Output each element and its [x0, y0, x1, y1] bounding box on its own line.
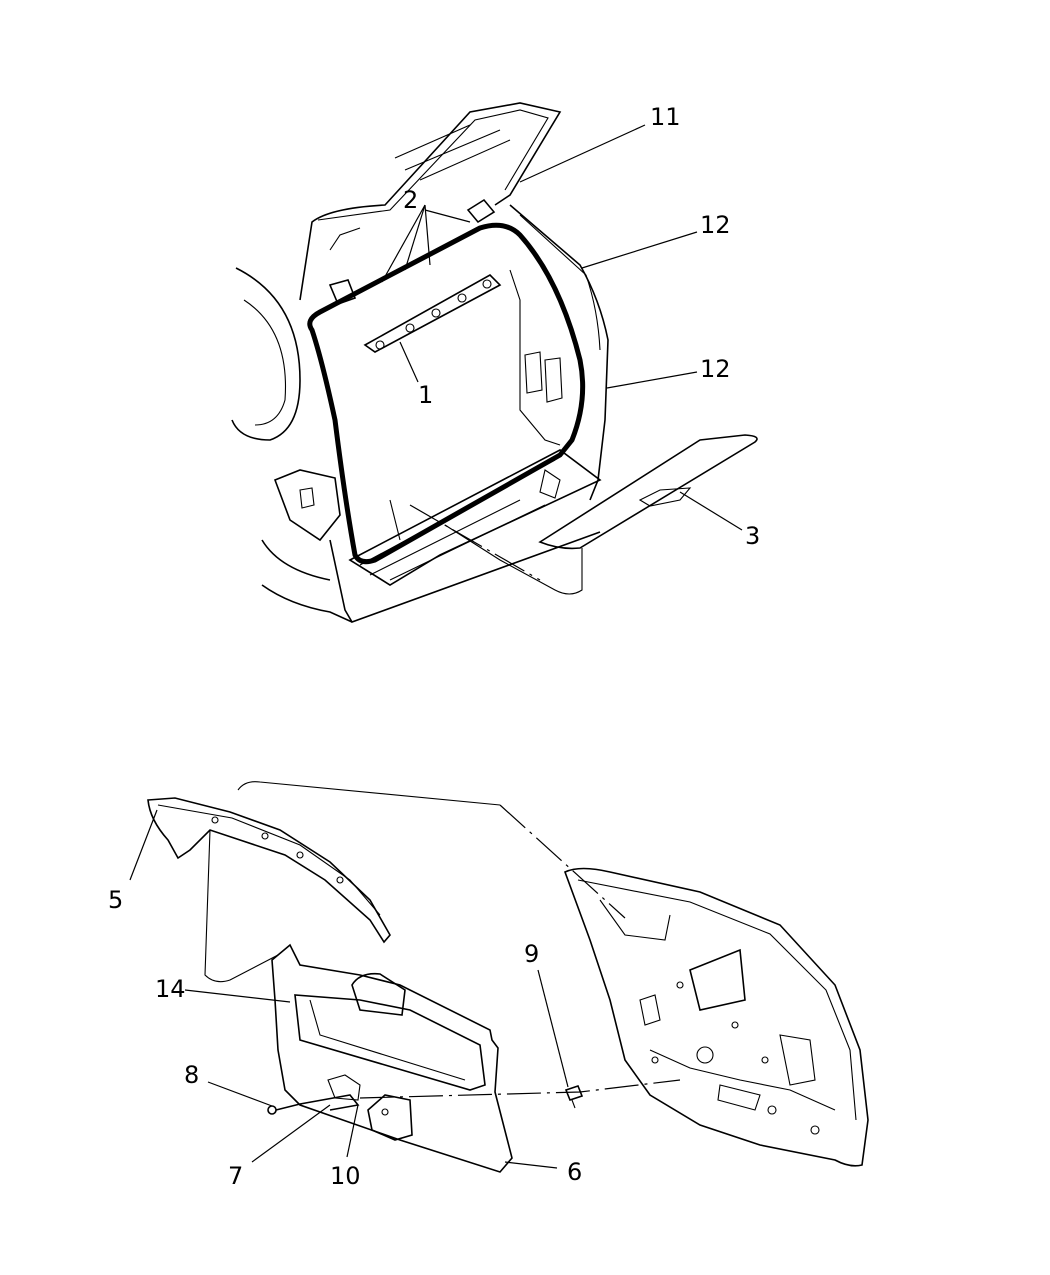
liftgate-inner-panel — [563, 867, 869, 1167]
callout-5: 5 — [108, 886, 123, 914]
callout-12-lower: 12 — [700, 355, 731, 383]
callout-labels: 11 2 12 12 1 3 5 9 14 8 7 10 6 — [108, 103, 760, 1190]
trim-outline-link — [204, 829, 279, 983]
leader-lines — [129, 124, 743, 1169]
callout-11: 11 — [650, 103, 681, 131]
rod-clip — [564, 1085, 584, 1109]
callout-14: 14 — [155, 975, 186, 1003]
alignment-line-upper — [409, 504, 541, 581]
callout-12-upper: 12 — [700, 211, 731, 239]
alignment-line-lower-2 — [359, 1079, 681, 1099]
callout-6: 6 — [567, 1158, 582, 1186]
callout-10: 10 — [330, 1162, 361, 1190]
liftgate-upper-trim-panel — [147, 797, 391, 944]
push-pin-fastener — [267, 1103, 301, 1115]
callout-3: 3 — [745, 522, 760, 550]
scuff-plate — [444, 434, 758, 595]
callout-8: 8 — [184, 1061, 199, 1089]
alignment-line-lower-1 — [499, 804, 626, 919]
latch-rod — [299, 1094, 360, 1111]
callout-7: 7 — [228, 1162, 243, 1190]
liftgate-opening-weatherstrip — [307, 222, 586, 565]
callout-1: 1 — [418, 381, 433, 409]
callout-2: 2 — [403, 186, 418, 214]
liftgate-lower-trim-panel — [271, 943, 513, 1173]
vehicle-rear-opening — [231, 102, 609, 623]
trim-outline-top — [237, 781, 501, 806]
callout-9: 9 — [524, 940, 539, 968]
